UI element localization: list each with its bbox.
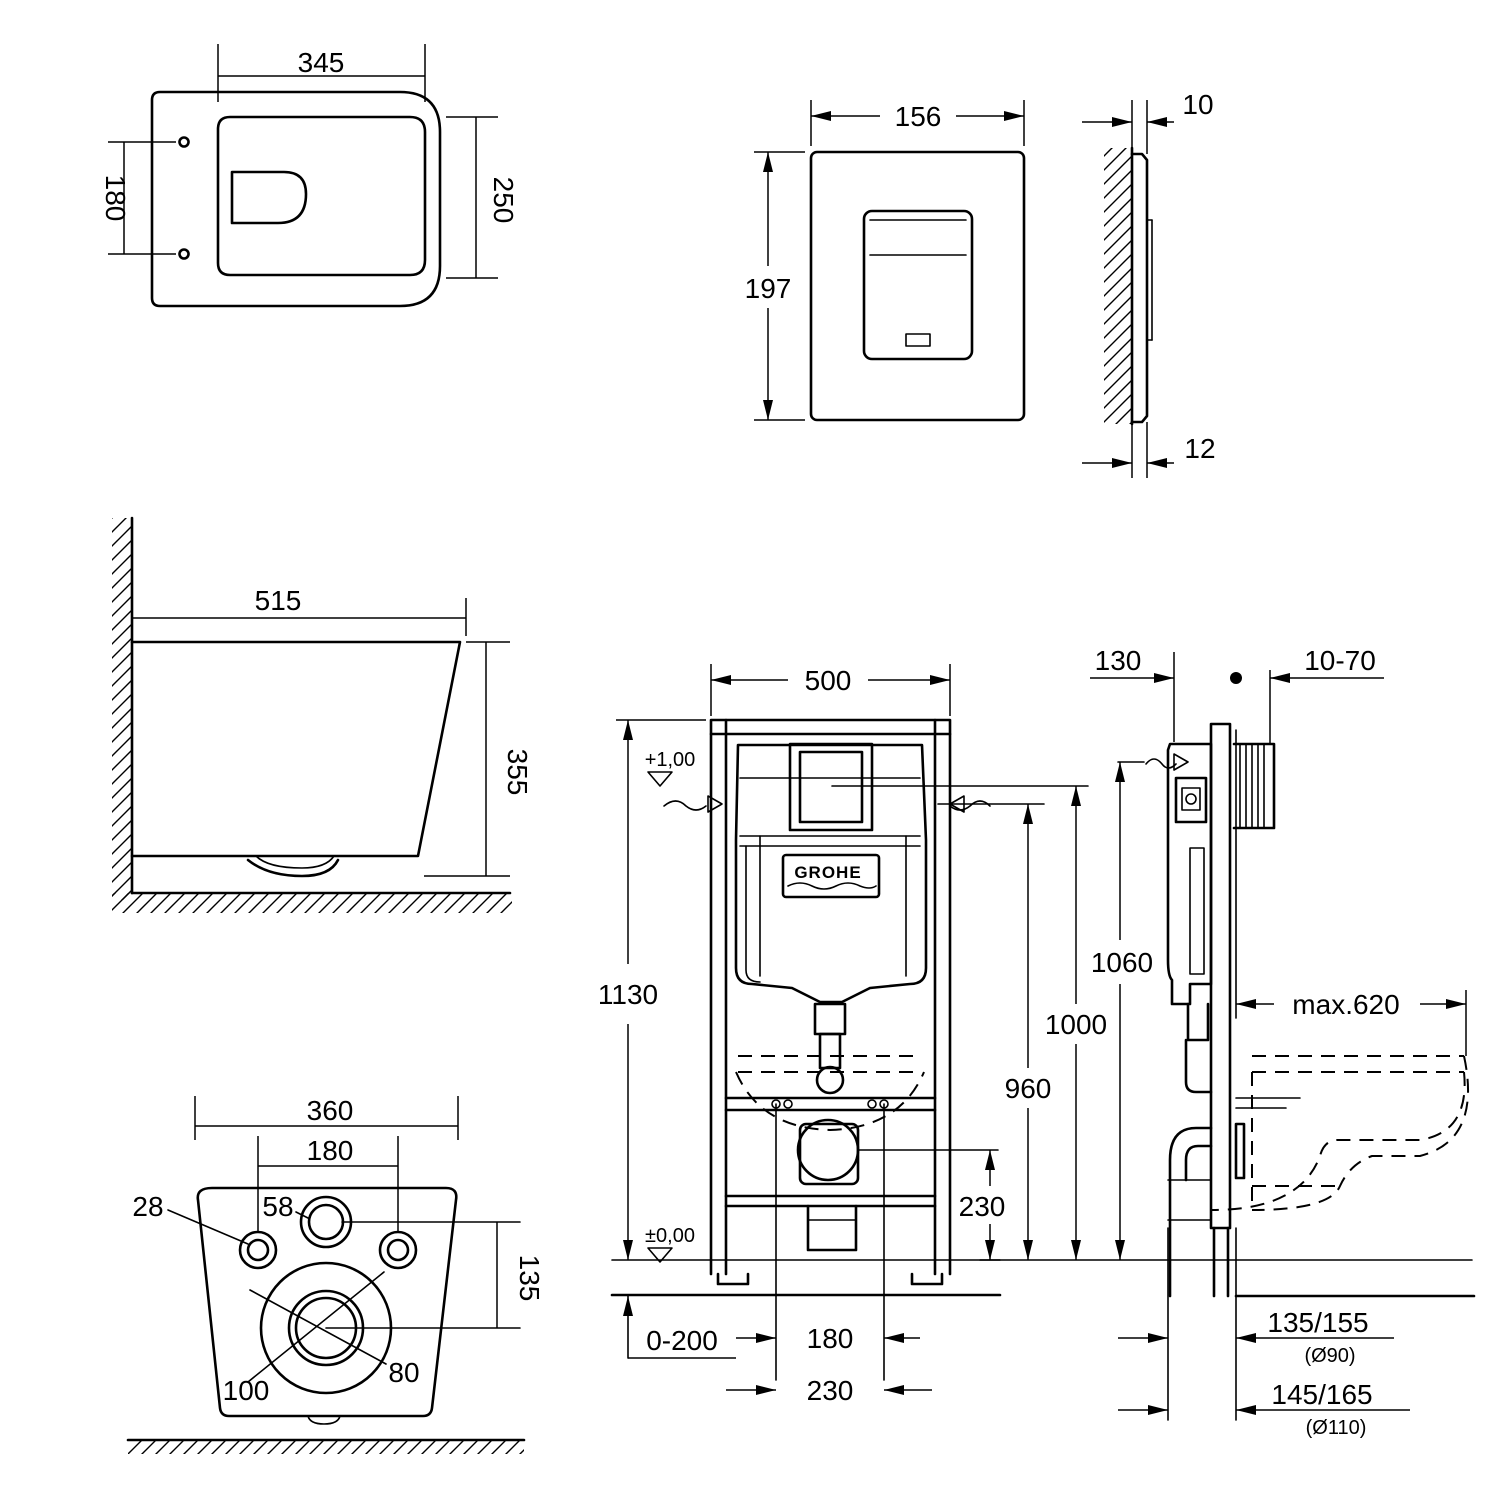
dim-plate-thickness-bottom: 12 [1082,422,1216,478]
height-1060-label: 1060 [1091,947,1153,978]
dim-back-outlet-height: 135 [496,1222,545,1328]
dim-side-bowl-projection: max.620 [1236,989,1467,1056]
dim-bowl-depth: 250 [446,116,519,279]
dim-frame-bolt-spacing: 180 [736,1323,920,1354]
flush-plate-side-view: 10 12 [1082,89,1216,478]
plate-height-label: 197 [745,273,792,304]
back-width-label: 360 [307,1095,354,1126]
dim-outlet-90: 135/155 (Ø90) [1118,1307,1394,1367]
dim-bowl-hole-spacing: 180 [100,141,176,255]
bowl-projection-label: max.620 [1292,989,1399,1020]
frame-bolt-spacing-label: 180 [807,1323,854,1354]
frame-overall-height-label: 1130 [598,979,658,1010]
height-1000-label: 1000 [1045,1009,1107,1040]
dim-back-bolt-spacing: 180 [257,1135,399,1232]
outlet-inner-label: 80 [388,1357,419,1388]
brand-logo: GROHE [794,863,861,882]
back-bolt-spacing-label: 180 [307,1135,354,1166]
dim-frame-overall-height: 1130 [598,719,706,1260]
bowl-back-view: 360 180 28 58 80 100 135 [126,1095,545,1454]
bowl-length-label: 515 [255,585,302,616]
dim-plate-thickness-top: 10 [1082,89,1214,154]
bowl-width-label: 345 [298,47,345,78]
dim-side-plate-offset: 10-70 [1269,645,1384,744]
outlet-110-diameter-label: (Ø110) [1306,1417,1367,1439]
dim-bowl-height: 355 [424,641,533,877]
dim-bowl-length: 515 [132,585,467,636]
outlet-height-label: 135 [514,1255,545,1302]
drain-height-label: 230 [959,1191,1006,1222]
dim-outlet-110: 145/165 (Ø110) [1118,1379,1410,1439]
dim-frame-960: 960 [1005,804,1052,1260]
bowl-height-label: 355 [502,749,533,796]
water-inlet-label: 58 [262,1191,293,1222]
dim-frame-drain-spacing: 230 [726,1375,932,1406]
plate-thickness-bottom-label: 12 [1184,433,1215,464]
side-plate-offset-label: 10-70 [1304,645,1376,676]
bowl-depth-label: 250 [488,177,519,224]
plate-thickness-top-label: 10 [1182,89,1213,120]
outlet-90-diameter-label: (Ø90) [1304,1345,1355,1367]
bowl-side-view: 515 355 [112,516,533,913]
dim-bowl-width: 345 [217,44,426,102]
dim-drain-height: 230 [959,1150,1006,1260]
height-960-label: 960 [1005,1073,1052,1104]
frame-drain-spacing-label: 230 [807,1375,854,1406]
dim-plate-width: 156 [810,100,1025,146]
dim-side-1060: 1060 [1091,762,1153,1260]
dim-back-overall-width: 360 [194,1095,459,1140]
frame-front-view: GROHE +1,00 ±0,00 [598,664,1473,1406]
bowl-hole-spacing-label: 180 [100,175,131,222]
bowl-top-view: 345 180 250 [100,44,519,308]
side-depth-label: 130 [1095,645,1142,676]
outlet-outer-label: 100 [223,1375,270,1406]
outlet-110-label: 145/165 [1271,1379,1372,1410]
dim-side-depth: 130 [1090,645,1175,742]
level-upper-label: +1,00 [645,749,696,771]
dim-plate-height: 197 [745,151,805,421]
outlet-90-label: 135/155 [1267,1307,1368,1338]
level-zero-label: ±0,00 [645,1225,695,1247]
bolt-hole-label: 28 [132,1191,163,1222]
plate-width-label: 156 [895,101,942,132]
dim-frame-1000: 1000 [1045,786,1107,1260]
dim-frame-width: 500 [710,664,951,716]
frame-side-view: 130 10-70 1060 max.620 [1090,645,1476,1439]
flush-plate-front-view: 156 197 [745,100,1026,422]
dim-adjust-range: 0-200 [623,1296,736,1359]
frame-width-label: 500 [805,665,852,696]
adjust-range-label: 0-200 [646,1325,718,1356]
